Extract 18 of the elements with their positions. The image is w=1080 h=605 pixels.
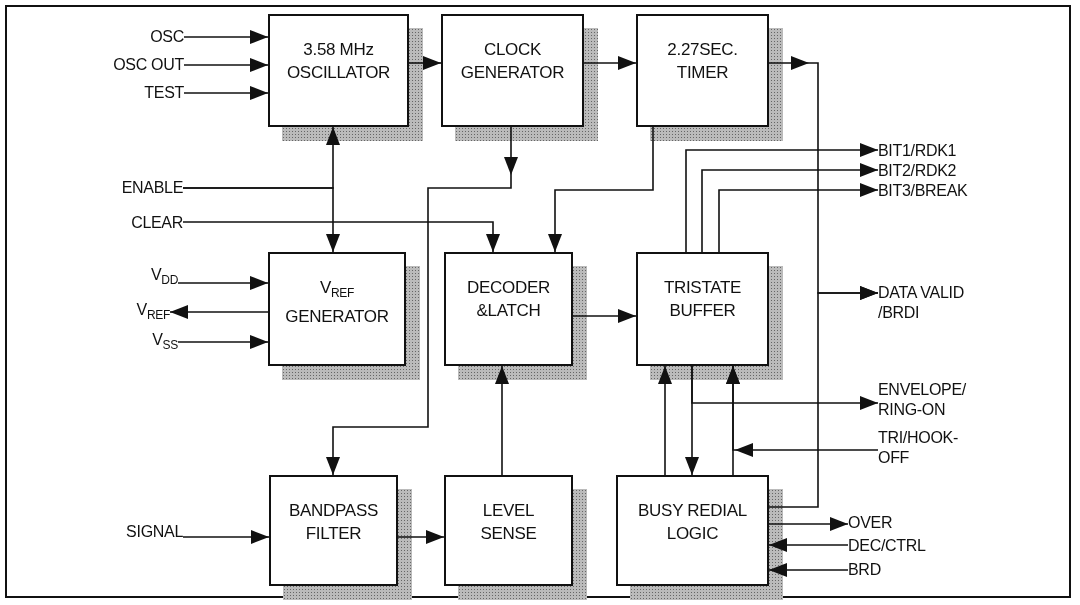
block-label: 2.27SEC. TIMER xyxy=(666,39,739,84)
block-label: BUSY REDIAL LOGIC xyxy=(637,500,748,545)
process-block xyxy=(444,475,573,586)
process-block xyxy=(444,252,573,366)
block-label: CLOCK GENERATOR xyxy=(460,39,565,84)
block-label: BANDPASS FILTER xyxy=(289,500,378,545)
process-block xyxy=(616,475,769,586)
process-block xyxy=(636,252,769,366)
process-block xyxy=(268,252,406,366)
process-block xyxy=(268,14,409,127)
process-block xyxy=(441,14,584,127)
block-label: DECODER &LATCH xyxy=(466,277,551,322)
process-block xyxy=(269,475,398,586)
block-label: LEVEL SENSE xyxy=(479,500,538,545)
block-label: V$_{REF}$ GENERATOR xyxy=(285,277,389,328)
block-label: 3.58 MHz OSCILLATOR xyxy=(286,39,391,84)
process-block xyxy=(636,14,769,127)
block-label: TRISTATE BUFFER xyxy=(662,277,743,322)
